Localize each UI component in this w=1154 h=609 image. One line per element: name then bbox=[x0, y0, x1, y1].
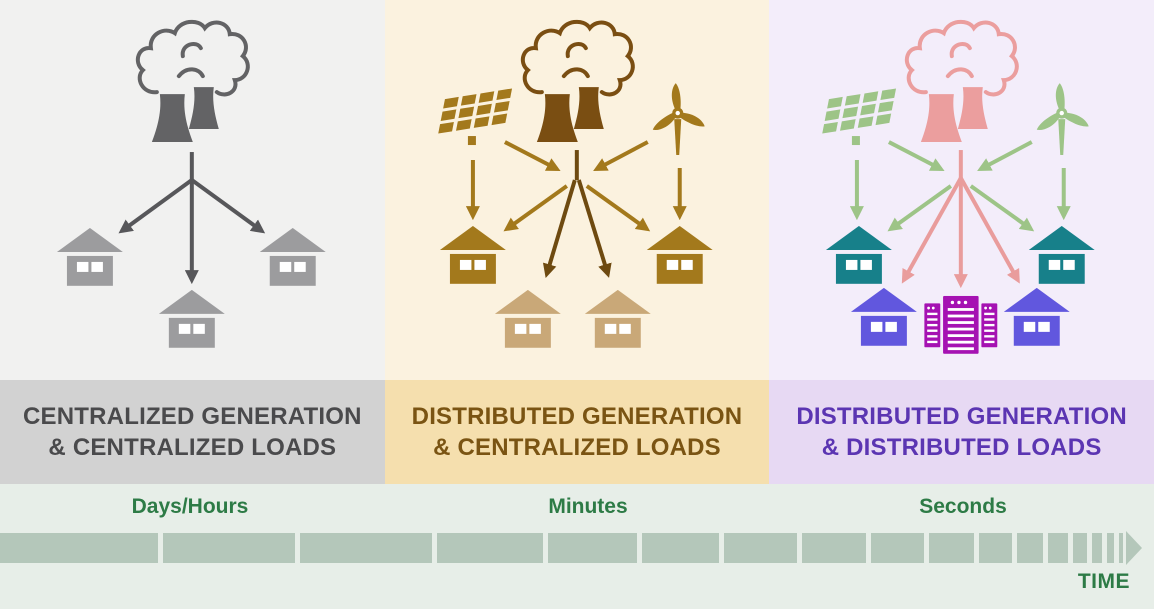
panel2-illustration bbox=[384, 0, 770, 380]
arrow-plant-to-right-load bbox=[576, 179, 612, 278]
wind-turbine-icon bbox=[1034, 83, 1091, 156]
timeline-segment bbox=[1119, 533, 1123, 563]
panel3-title-line1: DISTRIBUTED GENERATION bbox=[796, 403, 1127, 430]
timescale-axis: Days/Hours Minutes Seconds TIME bbox=[0, 484, 1154, 609]
panel-distributed-generation-centralized-loads: DISTRIBUTED GENERATION & CENTRALIZED LOA… bbox=[384, 0, 770, 484]
panel3-illustration bbox=[769, 0, 1154, 380]
arrow-hub-to-left-house bbox=[887, 184, 953, 232]
panel3-title-line2: & DISTRIBUTED LOADS bbox=[821, 434, 1102, 461]
panel1-title-line2: & CENTRALIZED LOADS bbox=[48, 434, 337, 461]
panel-centralized-generation-centralized-loads: CENTRALIZED GENERATION & CENTRALIZED LOA… bbox=[0, 0, 385, 484]
power-plant-icon bbox=[135, 19, 250, 143]
panel1-diagram bbox=[56, 19, 326, 348]
timeline-segment bbox=[437, 533, 543, 563]
timeline-segment bbox=[0, 533, 158, 563]
timeline-segment bbox=[1107, 533, 1114, 563]
panel1-flow-arrows bbox=[118, 152, 266, 285]
solar-panel-icon bbox=[437, 88, 512, 146]
house-icon bbox=[1029, 225, 1096, 284]
panel1-illustration bbox=[0, 0, 385, 380]
timeline-segment bbox=[724, 533, 797, 563]
panel2-plant-arrows bbox=[542, 150, 612, 278]
house-icon bbox=[259, 227, 326, 286]
arrow-hub-to-left-house bbox=[503, 184, 568, 232]
house-icon bbox=[851, 287, 918, 346]
house-icon bbox=[584, 289, 651, 348]
arrow-plant-to-left-load bbox=[542, 179, 577, 278]
stage-panels: CENTRALIZED GENERATION & CENTRALIZED LOA… bbox=[0, 0, 1154, 484]
data-center-icon bbox=[924, 295, 998, 354]
house-icon bbox=[646, 225, 713, 284]
panel1-title-band: CENTRALIZED GENERATION & CENTRALIZED LOA… bbox=[0, 380, 385, 484]
arrow-plant-to-left-load bbox=[902, 177, 963, 284]
timeline-segment bbox=[642, 533, 719, 563]
solar-panel-icon bbox=[822, 88, 897, 146]
time-axis-label: TIME bbox=[1077, 570, 1130, 593]
arrow-solar-to-hub bbox=[503, 140, 561, 171]
panel3-distributed-arrows bbox=[850, 140, 1072, 232]
panel-distributed-generation-distributed-loads: DISTRIBUTED GENERATION & DISTRIBUTED LOA… bbox=[769, 0, 1154, 484]
timeline-arrowhead-icon bbox=[1126, 531, 1142, 565]
timescale-label-minutes: Minutes bbox=[548, 495, 628, 518]
timeline-segment bbox=[1073, 533, 1087, 563]
timeline-bar bbox=[0, 531, 1142, 565]
power-plant-icon bbox=[520, 19, 635, 143]
house-icon bbox=[826, 225, 893, 284]
arrow-solar-to-hub bbox=[888, 140, 945, 171]
panel3-plant-arrows bbox=[902, 150, 1021, 289]
timeline-segment bbox=[802, 533, 866, 563]
timeline-segment bbox=[929, 533, 974, 563]
timescale-label-days-hours: Days/Hours bbox=[131, 495, 249, 518]
power-plant-icon bbox=[905, 19, 1020, 143]
timeline-segment bbox=[163, 533, 295, 563]
panel3-title-band: DISTRIBUTED GENERATION & DISTRIBUTED LOA… bbox=[769, 380, 1154, 484]
timeline-segment bbox=[979, 533, 1012, 563]
house-icon bbox=[56, 227, 123, 286]
timeline-segment bbox=[1048, 533, 1068, 563]
panel2-title-line2: & CENTRALIZED LOADS bbox=[433, 434, 721, 461]
house-icon bbox=[1004, 287, 1071, 346]
timeline-segment bbox=[300, 533, 432, 563]
wind-turbine-icon bbox=[649, 83, 707, 156]
house-icon bbox=[494, 289, 561, 348]
panel2-distributed-arrows bbox=[465, 140, 687, 232]
panel2-title-band: DISTRIBUTED GENERATION & CENTRALIZED LOA… bbox=[384, 380, 770, 484]
timescale-label-seconds: Seconds bbox=[919, 495, 1007, 518]
arrow-plant-to-right-load bbox=[959, 177, 1021, 284]
arrow-hub-to-right-house bbox=[969, 184, 1035, 232]
arrow-wind-to-hub bbox=[592, 140, 649, 171]
house-icon bbox=[439, 225, 506, 284]
timeline-segment bbox=[871, 533, 924, 563]
arrow-hub-to-right-house bbox=[585, 184, 650, 232]
arrow-to-right-house bbox=[190, 178, 266, 234]
panel2-diagram bbox=[437, 19, 713, 348]
timeline-segment bbox=[1017, 533, 1043, 563]
panel2-title-line1: DISTRIBUTED GENERATION bbox=[411, 403, 743, 430]
arrow-to-left-house bbox=[118, 178, 194, 234]
panel3-diagram bbox=[822, 19, 1096, 354]
arrow-wind-to-hub bbox=[977, 140, 1034, 171]
timeline-segment bbox=[548, 533, 637, 563]
house-icon bbox=[158, 289, 225, 348]
panel1-title-line1: CENTRALIZED GENERATION bbox=[23, 403, 362, 430]
timeline-segment bbox=[1092, 533, 1102, 563]
